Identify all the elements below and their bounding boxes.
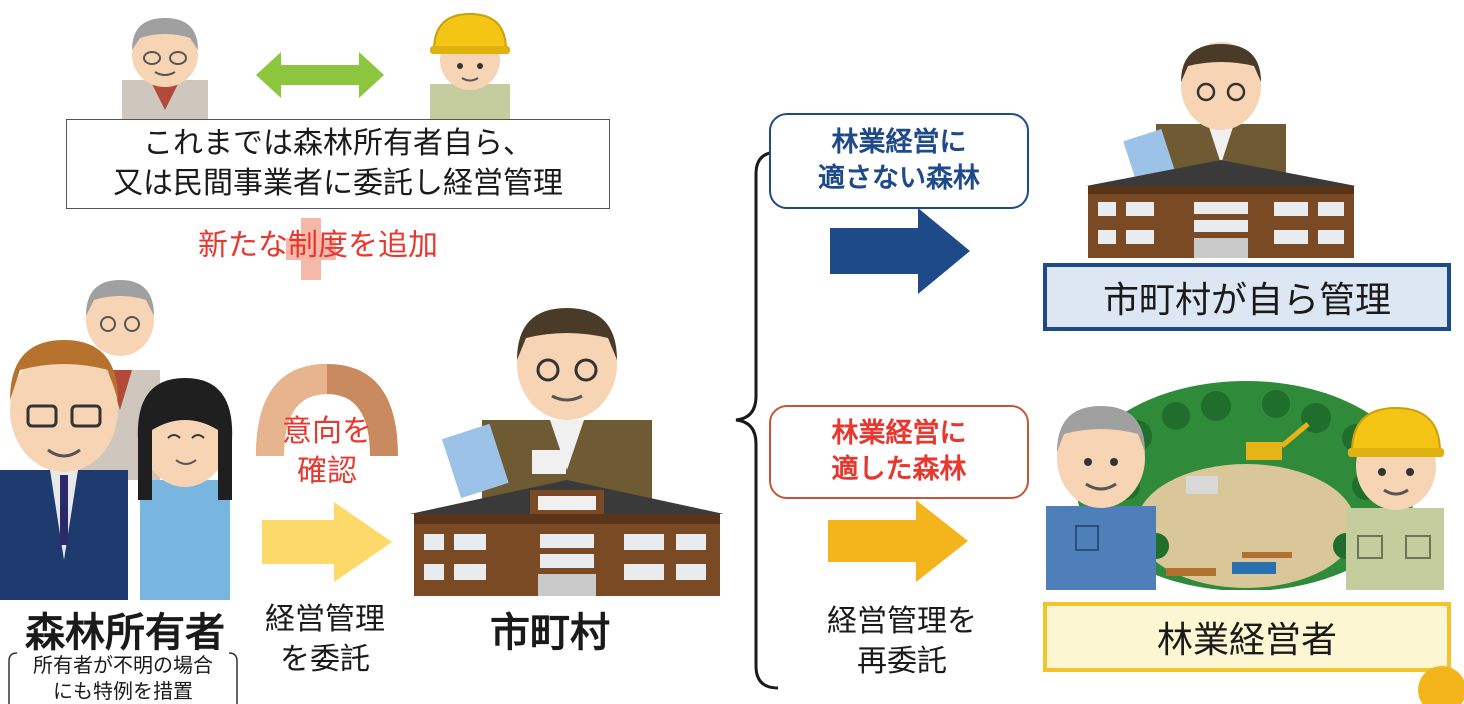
entrust-line2: を委託 [280,642,370,677]
owner-note-line2: にも特例を措置 [53,679,193,703]
re-entrust-text: 経営管理を 再委託 [812,602,992,682]
self-manage-illustration [1086,42,1356,258]
right-bracket-icon [228,652,238,704]
confirm-intent-arc-icon [256,364,398,456]
previous-system-line2: 又は民間事業者に委託し経営管理 [113,166,563,201]
unsuitable-forest-line1: 林業経営に [831,127,967,158]
suitable-forest-line1: 林業経営に [831,418,967,449]
page-badge-icon [1418,666,1464,704]
forestry-operator-label: 林業経営者 [1043,602,1451,672]
suitable-forest-line2: 適した森林 [831,454,967,485]
confirm-intent-line2: 確認 [297,454,357,489]
curly-brace-icon [735,150,779,690]
entrust-line1: 経営管理 [265,602,385,637]
owner-note: 所有者が不明の場合 にも特例を措置 [8,652,238,704]
left-bracket-icon [8,652,18,704]
owner-note-line1: 所有者が不明の場合 [33,653,213,677]
suitable-forest-box: 林業経営に 適した森林 [769,405,1029,499]
top-worker-illustration [430,12,510,122]
entrust-arrow-icon [262,502,392,582]
re-entrust-line1: 経営管理を [827,604,977,639]
blue-arrow-icon [830,208,970,294]
top-owner-illustration [122,18,208,122]
forestry-operators-illustration [1046,381,1444,590]
previous-system-line1: これまでは森林所有者自ら、 [143,126,533,161]
previous-system-box: これまでは森林所有者自ら、 又は民間事業者に委託し経営管理 [66,119,610,209]
re-entrust-line2: 再委託 [857,644,947,679]
unsuitable-forest-line2: 適さない森林 [818,163,980,194]
yellow-arrow-icon [828,500,968,582]
confirm-intent-line1: 意向を [282,414,372,449]
municipality-illustration [410,308,724,596]
plus-icon [286,218,336,280]
municipality-label: 市町村 [490,610,610,656]
double-arrow-icon [256,52,384,98]
forest-owners-illustration [0,280,233,600]
new-system-text: 新たな制度を追加 [198,228,438,263]
municipality-self-manage-label: 市町村が自ら管理 [1043,263,1451,331]
forest-owner-label: 森林所有者 [25,610,225,656]
unsuitable-forest-box: 林業経営に 適さない森林 [769,113,1029,209]
confirm-intent-text: 意向を 確認 [262,412,392,492]
entrust-text: 経営管理 を委託 [250,600,400,680]
